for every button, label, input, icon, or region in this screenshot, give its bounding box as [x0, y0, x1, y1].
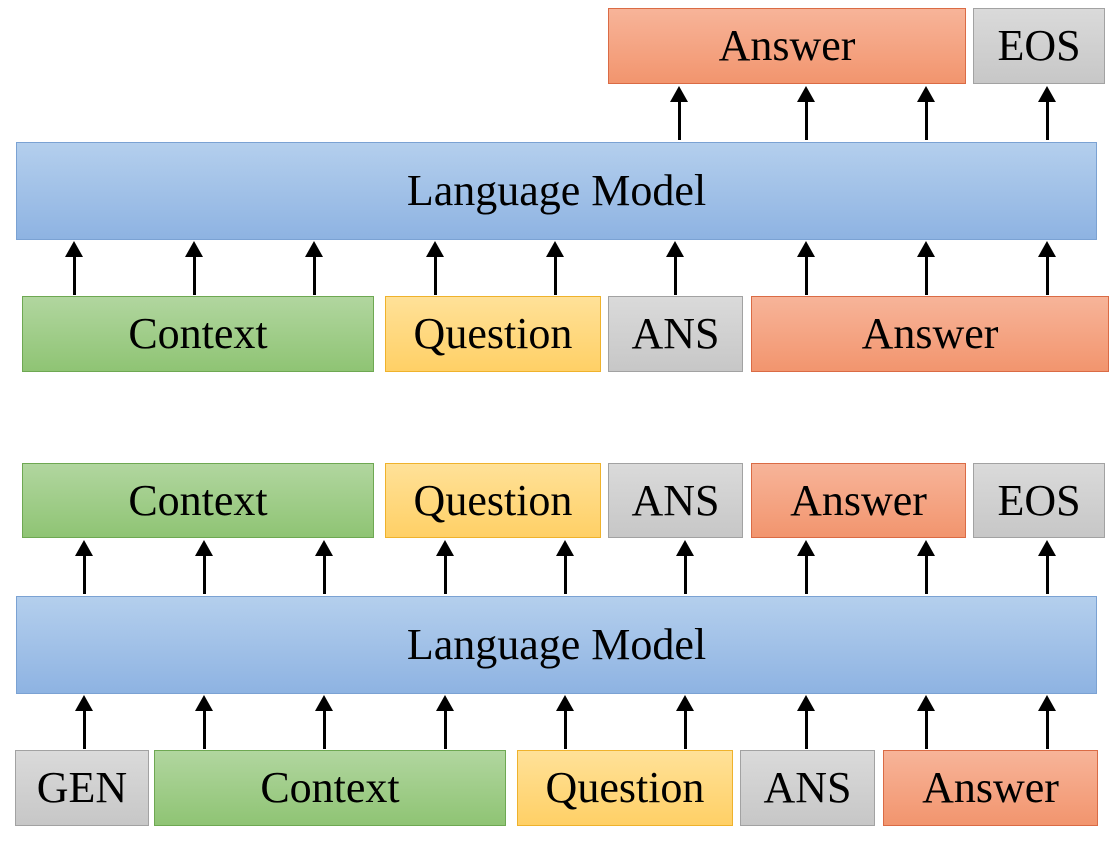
top-input-arrow: [1037, 241, 1057, 295]
bottom-input-context-label: Context: [260, 763, 400, 812]
bottom-output-arrow: [796, 540, 816, 594]
top-language-model-box: Language Model: [16, 142, 1097, 240]
bottom-output-arrow: [1037, 540, 1057, 594]
bottom-output-arrow: [314, 540, 334, 594]
bottom-input-arrow: [74, 695, 94, 749]
bottom-input-arrow: [555, 695, 575, 749]
bottom-input-ans-box: ANS: [740, 750, 875, 826]
bottom-output-question-label: Question: [413, 475, 573, 525]
bottom-output-arrow: [435, 540, 455, 594]
bottom-output-arrow: [555, 540, 575, 594]
bottom-input-arrow: [675, 695, 695, 749]
bottom-language-model-label: Language Model: [406, 620, 707, 669]
bottom-input-arrow: [1037, 695, 1057, 749]
top-input-arrow: [425, 241, 445, 295]
top-input-question-box: Question: [385, 296, 601, 372]
bottom-input-question-box: Question: [517, 750, 733, 826]
top-input-arrow: [796, 241, 816, 295]
bottom-input-gen-label: GEN: [36, 763, 128, 812]
top-input-arrow: [304, 241, 324, 295]
bottom-input-arrow: [194, 695, 214, 749]
top-input-arrow: [665, 241, 685, 295]
bottom-output-ans-label: ANS: [631, 475, 720, 525]
top-output-arrow: [1037, 86, 1057, 140]
bottom-output-answer-label: Answer: [790, 475, 927, 525]
bottom-language-model-box: Language Model: [16, 596, 1097, 694]
bottom-output-arrow: [74, 540, 94, 594]
bottom-input-answer-label: Answer: [922, 763, 1059, 812]
top-output-eos-label: EOS: [997, 21, 1081, 70]
top-input-answer-box: Answer: [751, 296, 1109, 372]
top-input-answer-label: Answer: [861, 309, 999, 358]
bottom-input-arrow: [314, 695, 334, 749]
bottom-output-arrow: [916, 540, 936, 594]
bottom-input-answer-box: Answer: [883, 750, 1098, 826]
bottom-input-ans-label: ANS: [763, 763, 852, 812]
bottom-output-context-box: Context: [22, 463, 374, 538]
bottom-input-arrow: [916, 695, 936, 749]
top-output-eos-box: EOS: [973, 8, 1105, 84]
bottom-output-context-label: Context: [128, 475, 268, 525]
bottom-input-question-label: Question: [545, 763, 705, 812]
top-output-arrow: [916, 86, 936, 140]
bottom-output-eos-box: EOS: [973, 463, 1105, 538]
bottom-output-arrow: [194, 540, 214, 594]
bottom-output-arrow: [675, 540, 695, 594]
top-input-arrow: [184, 241, 204, 295]
top-input-context-box: Context: [22, 296, 374, 372]
top-input-question-label: Question: [413, 309, 573, 358]
top-output-answer-box: Answer: [608, 8, 966, 84]
top-input-ans-box: ANS: [608, 296, 743, 372]
bottom-output-question-box: Question: [385, 463, 601, 538]
bottom-output-ans-box: ANS: [608, 463, 743, 538]
top-input-arrow: [545, 241, 565, 295]
top-output-answer-label: Answer: [718, 21, 856, 70]
top-input-arrow: [64, 241, 84, 295]
bottom-input-context-box: Context: [154, 750, 506, 826]
top-input-context-label: Context: [128, 309, 268, 358]
bottom-output-answer-box: Answer: [751, 463, 966, 538]
bottom-input-gen-box: GEN: [15, 750, 149, 826]
top-output-arrow: [796, 86, 816, 140]
top-language-model-label: Language Model: [406, 166, 707, 215]
top-input-arrow: [916, 241, 936, 295]
top-output-arrow: [669, 86, 689, 140]
bottom-input-arrow: [796, 695, 816, 749]
bottom-output-eos-label: EOS: [997, 475, 1081, 525]
bottom-input-arrow: [435, 695, 455, 749]
top-input-ans-label: ANS: [631, 309, 720, 358]
